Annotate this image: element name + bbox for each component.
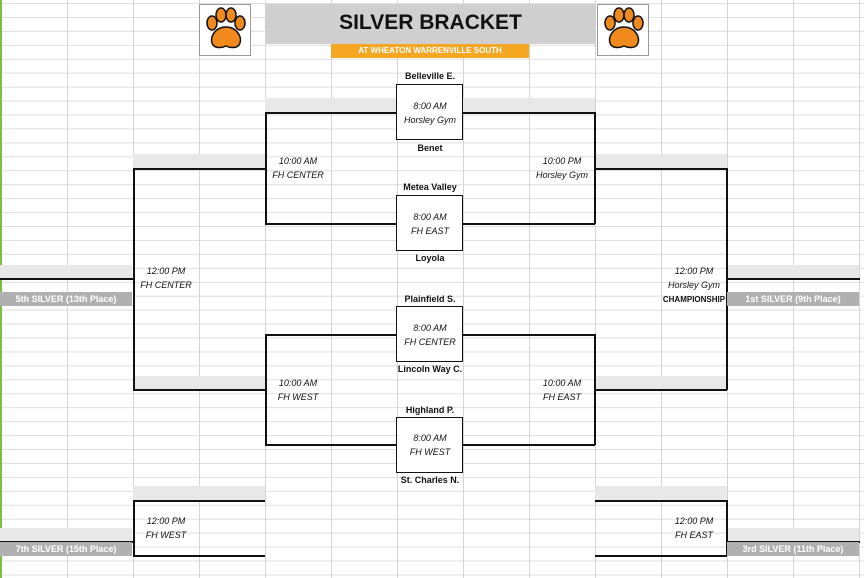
bracket-line (0, 541, 133, 543)
bracket-line (133, 168, 135, 390)
game-box (396, 306, 463, 362)
bracket-line (133, 389, 265, 391)
bracket-line (463, 444, 595, 446)
game-box (396, 84, 463, 140)
bracket-line (0, 278, 133, 280)
bracket-line (595, 500, 727, 502)
game-venue: FH WEST (409, 447, 451, 457)
bracket-line (265, 334, 267, 445)
game-venue: FH EAST (542, 392, 581, 402)
place-label: 7th SILVER (15th Place) (0, 542, 132, 556)
bracket-line (133, 168, 265, 170)
game-venue: FH CENTER (140, 280, 192, 290)
shaded-cell (595, 376, 727, 390)
game-time: 8:00 AM (413, 212, 447, 222)
bracket-line (133, 500, 135, 556)
bracket-line (595, 389, 727, 391)
game-venue: FH CENTER (272, 170, 324, 180)
bracket-line (594, 112, 596, 224)
tiger-paw-icon (199, 4, 251, 56)
shaded-cell (133, 376, 265, 390)
game-venue: FH EAST (674, 530, 713, 540)
game-time: 12:00 PM (146, 516, 186, 526)
game-box (396, 417, 463, 473)
bracket-line (727, 278, 860, 280)
game-time: 10:00 AM (278, 156, 318, 166)
bracket-line (133, 500, 265, 502)
team-name: Belleville E. (404, 71, 456, 81)
tiger-paw-icon (206, 7, 246, 49)
game-time: 8:00 AM (413, 323, 447, 333)
game-venue: FH WEST (145, 530, 187, 540)
shaded-cell (595, 154, 727, 168)
bracket-line (594, 334, 596, 445)
window-edge (0, 0, 2, 578)
shaded-cell (727, 265, 859, 279)
game-time: 10:00 AM (278, 378, 318, 388)
bracket-line (133, 555, 265, 557)
bracket-subtitle: AT WHEATON WARRENVILLE SOUTH (331, 44, 529, 58)
shaded-cell (463, 98, 595, 112)
bracket-line (265, 112, 397, 114)
shaded-cell (133, 154, 265, 168)
bracket-title: SILVER BRACKET (265, 4, 596, 44)
bracket-line (463, 334, 595, 336)
shaded-cell (727, 528, 859, 542)
tiger-paw-icon (604, 7, 644, 49)
bracket-line (265, 334, 397, 336)
place-label: 1st SILVER (9th Place) (727, 292, 859, 306)
team-name: Highland P. (405, 405, 455, 415)
game-box (396, 195, 463, 251)
shaded-cell (133, 486, 265, 500)
bracket-line (463, 223, 595, 225)
bracket-line (595, 555, 727, 557)
team-name: Lincoln Way C. (397, 364, 463, 374)
place-label: 5th SILVER (13th Place) (0, 292, 132, 306)
game-venue: Horsley Gym (535, 170, 588, 180)
team-name: St. Charles N. (400, 475, 460, 485)
game-venue: Horsley Gym (403, 115, 456, 125)
bracket-line (265, 223, 397, 225)
bracket-line (463, 112, 595, 114)
bracket-line (595, 168, 727, 170)
shaded-cell (0, 265, 132, 279)
shaded-cell (0, 528, 132, 542)
shaded-cell (595, 486, 727, 500)
team-name: Loyola (415, 253, 445, 263)
game-venue: FH EAST (410, 226, 449, 236)
team-name: Benet (417, 143, 443, 153)
game-time: 12:00 PM (674, 516, 714, 526)
game-time: 12:00 PM (146, 266, 186, 276)
tiger-paw-icon (597, 4, 649, 56)
game-venue: Horsley Gym (667, 280, 720, 290)
bracket-line (727, 541, 860, 543)
game-time: 10:00 PM (542, 156, 582, 166)
team-name: Metea Valley (403, 182, 457, 192)
game-time: 8:00 AM (413, 101, 447, 111)
place-label: 3rd SILVER (11th Place) (727, 542, 859, 556)
game-venue: FH WEST (277, 392, 319, 402)
game-venue: FH CENTER (404, 337, 456, 347)
game-time: 12:00 PM (674, 266, 714, 276)
bracket-line (265, 444, 397, 446)
bracket-line (726, 500, 728, 556)
bracket-line (265, 112, 267, 224)
shaded-cell (265, 98, 397, 112)
championship-label: CHAMPIONSHIP (662, 295, 726, 304)
bracket-line (726, 168, 728, 390)
game-time: 10:00 AM (542, 378, 582, 388)
team-name: Plainfield S. (404, 294, 456, 304)
game-time: 8:00 AM (413, 433, 447, 443)
